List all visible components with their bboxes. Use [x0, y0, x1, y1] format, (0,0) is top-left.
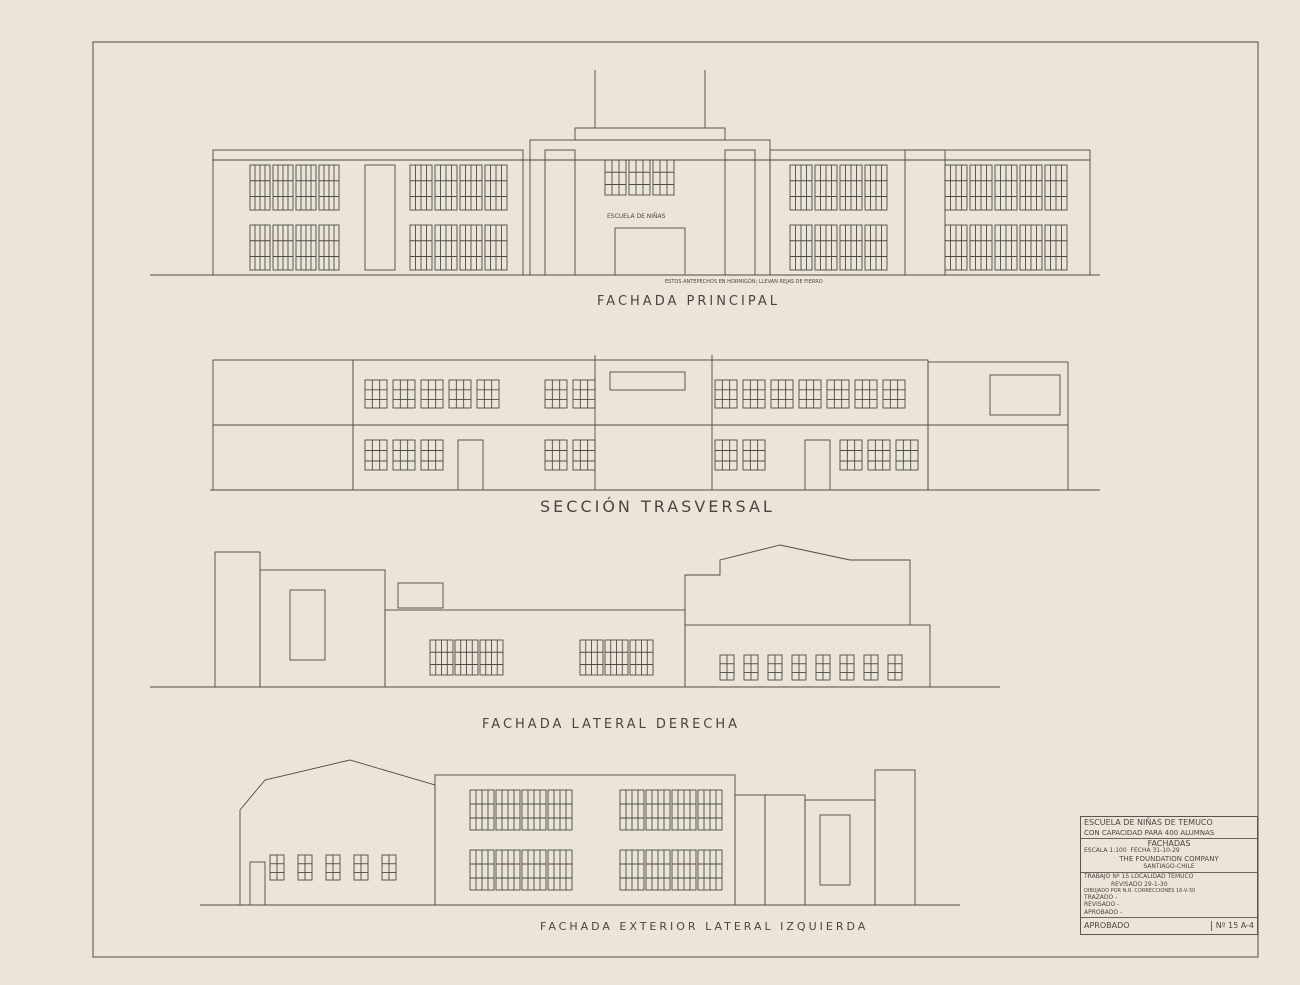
sheet-border — [92, 41, 1259, 958]
drawing-line — [397, 582, 444, 609]
window — [448, 379, 472, 409]
tb-traced: Trazado - — [1084, 893, 1118, 901]
window — [895, 439, 919, 471]
window — [628, 159, 651, 196]
title-lateral-derecha: Fachada Lateral Derecha — [482, 717, 741, 732]
window — [867, 439, 891, 471]
window — [420, 379, 444, 409]
window — [364, 379, 388, 409]
window — [544, 439, 568, 471]
window — [572, 379, 596, 409]
drawing-line — [544, 149, 576, 276]
window — [714, 439, 738, 471]
window — [798, 379, 822, 409]
tb-number: Nº 15 A-4 — [1210, 921, 1254, 931]
title-lateral-izquierda: Fachada Exterior Lateral Izquierda — [540, 920, 869, 933]
title-seccion-trasversal: Sección Trasversal — [540, 497, 775, 516]
tb-school: Escuela de Niñas de Temuco — [1084, 818, 1213, 827]
tb-date: Fecha 31-10-29 — [1130, 847, 1180, 855]
door — [249, 861, 266, 906]
tb-approved-by: Aprobado - — [1081, 909, 1257, 919]
window — [476, 379, 500, 409]
drawing-line — [819, 814, 851, 886]
drawing-line — [874, 769, 916, 906]
drawing-line — [684, 624, 931, 688]
tb-scale: Escala 1:100 — [1084, 847, 1127, 855]
tb-city: Santiago-Chile — [1081, 863, 1257, 874]
window — [770, 379, 794, 409]
tower-left — [364, 164, 396, 271]
note-antepechos: Estos antepechos en hormigón; llevan rej… — [665, 279, 823, 285]
drawing-line — [989, 374, 1061, 416]
tb-drawn: Dibujado por N.R. Correcciones 16-V-30 — [1084, 888, 1196, 895]
window — [854, 379, 878, 409]
drawing-line — [764, 794, 806, 906]
door — [457, 439, 484, 491]
tb-revised: Revisado 29-1-30 — [1111, 881, 1168, 889]
gable — [684, 544, 911, 625]
window — [572, 439, 596, 471]
sign-escuela: Escuela de Niñas — [607, 213, 666, 220]
drawing-line — [804, 799, 876, 906]
drawing-line — [574, 127, 726, 141]
window — [420, 439, 444, 471]
tb-approved: Aprobado — [1084, 921, 1130, 931]
window — [742, 379, 766, 409]
window — [364, 439, 388, 471]
window — [742, 439, 766, 471]
main-door — [614, 227, 686, 276]
window — [882, 379, 906, 409]
drawing-line — [734, 794, 766, 906]
window — [392, 439, 416, 471]
window — [652, 159, 675, 196]
window — [839, 439, 863, 471]
drawing-line — [259, 569, 386, 688]
window — [544, 379, 568, 409]
title-fachada-principal: Fachada Principal — [597, 294, 780, 309]
tb-reviewed: Revisado - — [1084, 900, 1120, 908]
drawing-line — [289, 589, 326, 661]
tb-job: Trabajo Nº 15 Localidad Temuco — [1084, 873, 1194, 881]
section-right — [927, 361, 1069, 491]
tower-right — [904, 149, 946, 276]
window — [392, 379, 416, 409]
window — [826, 379, 850, 409]
gable-left — [239, 759, 436, 905]
drawing-line — [609, 371, 686, 391]
tb-capacity: Con capacidad para 400 alumnas — [1081, 828, 1257, 840]
drawing-line — [724, 149, 756, 276]
window — [714, 379, 738, 409]
tb-sheet: Fachadas — [1147, 839, 1191, 849]
title-block: Escuela de Niñas de Temuco Con capacidad… — [1080, 816, 1258, 935]
window — [604, 159, 627, 196]
tb-company: The Foundation Company — [1119, 855, 1219, 864]
door — [804, 439, 831, 491]
tower — [214, 551, 261, 688]
